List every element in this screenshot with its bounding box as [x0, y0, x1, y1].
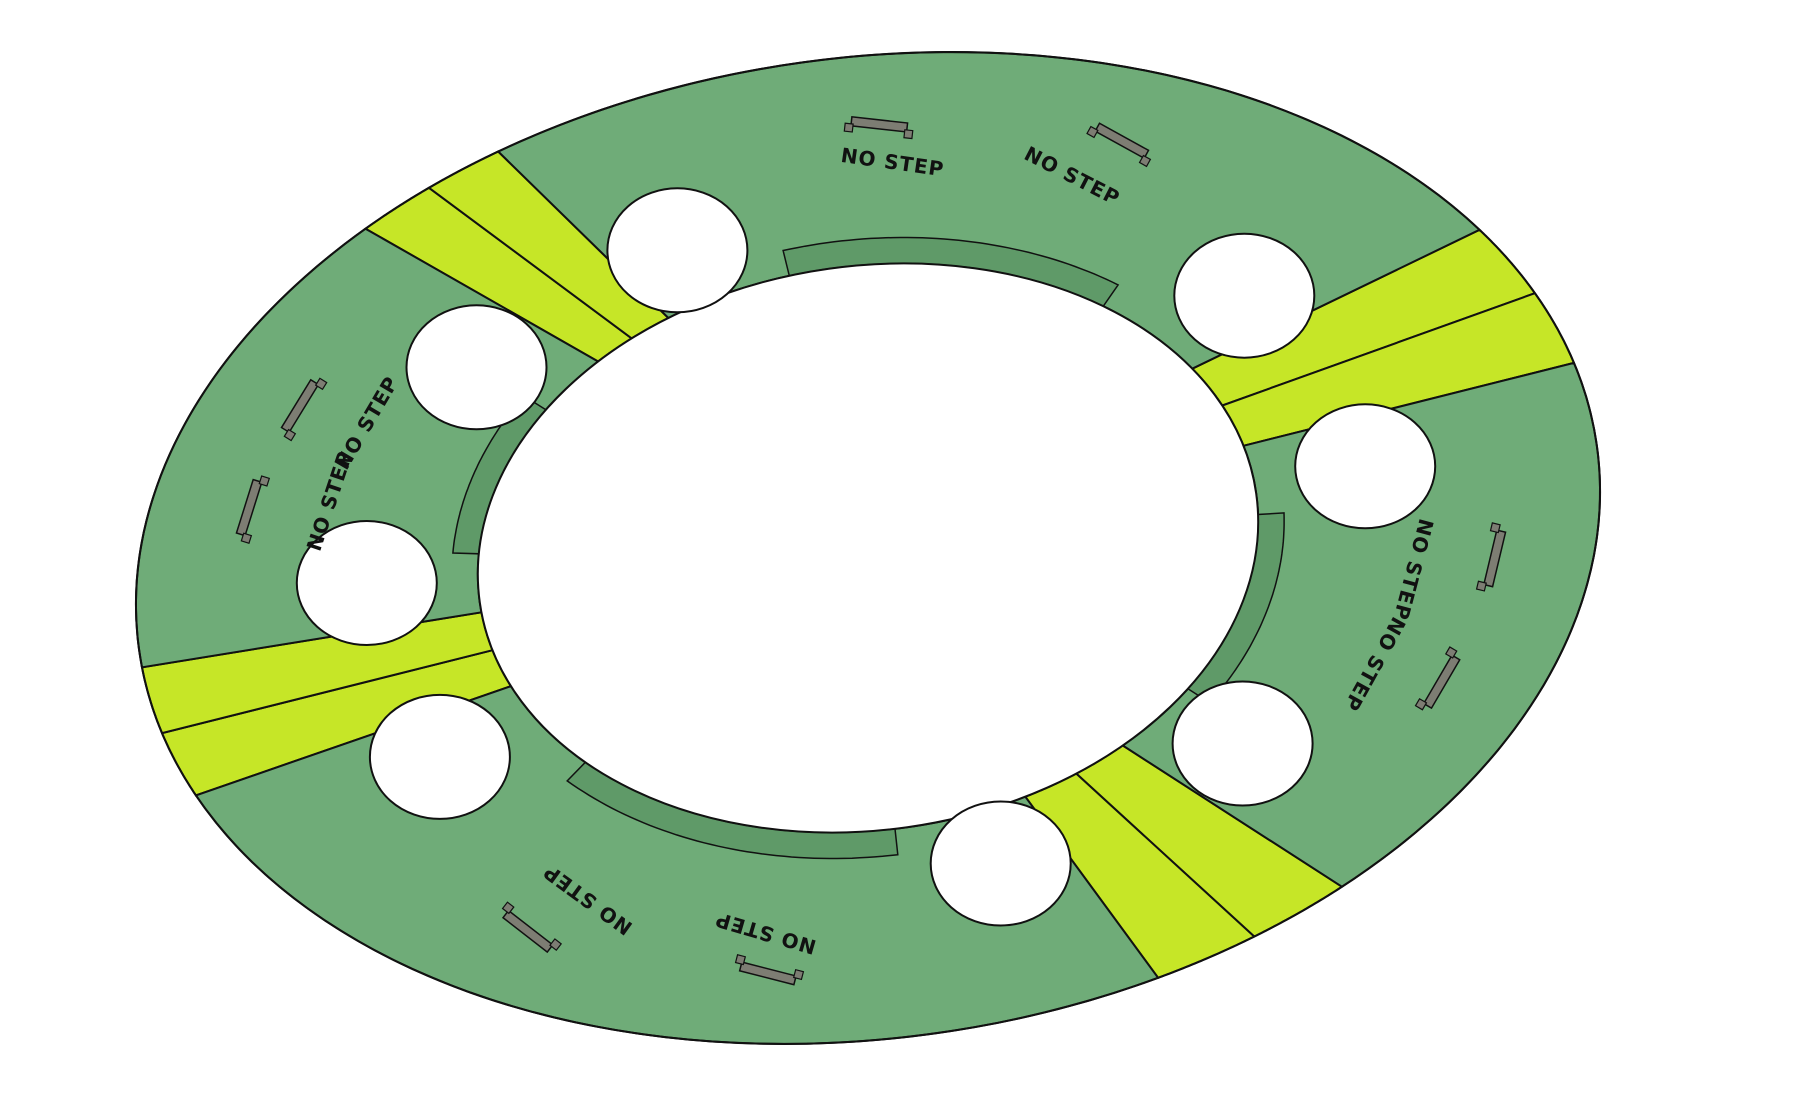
circular-cutout — [929, 800, 1072, 927]
grab-handle-icon — [501, 901, 563, 954]
grab-handle-icon — [235, 475, 271, 544]
grab-handle-icon — [1475, 522, 1507, 592]
circular-cutouts — [295, 187, 1437, 927]
outer-ring-edge — [134, 51, 1602, 1045]
circular-cutout — [295, 520, 438, 646]
circular-cutout — [1171, 680, 1314, 807]
circular-cutout — [368, 693, 511, 820]
grab-handle-icon — [734, 954, 805, 986]
circular-cutout — [405, 304, 548, 431]
circular-cutout — [1173, 232, 1316, 359]
inner-opening — [476, 262, 1260, 834]
circular-cutout — [606, 187, 749, 314]
grab-handle-icon — [1414, 646, 1461, 711]
grab-handle-icon — [1086, 122, 1152, 168]
inner-edge-strips — [134, 51, 1602, 1045]
circular-cutout — [1294, 403, 1437, 530]
grab-handle-icon — [280, 377, 328, 442]
grab-handle-icon — [843, 116, 914, 140]
grab-handles — [235, 116, 1507, 986]
